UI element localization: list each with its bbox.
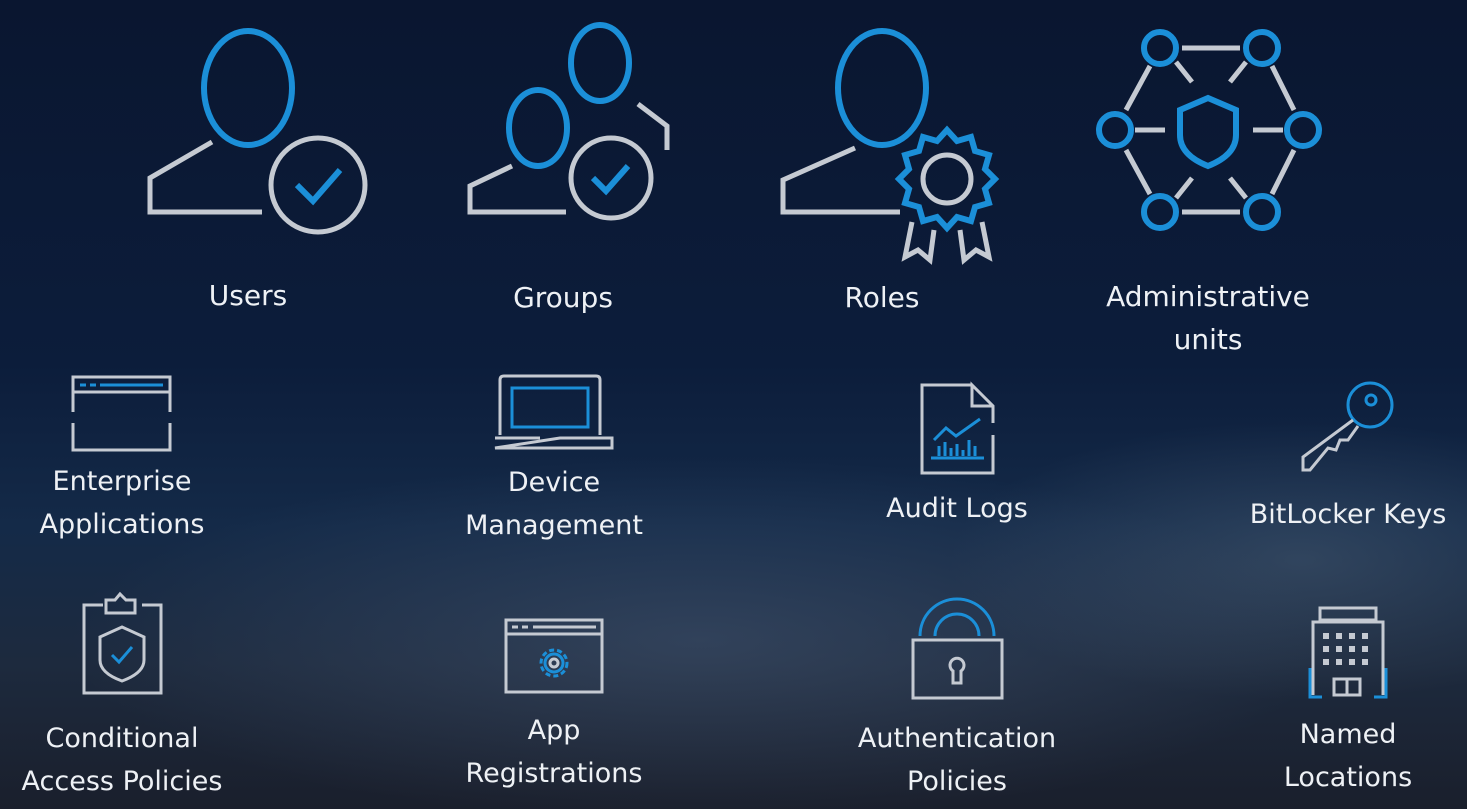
- label-line: units: [1173, 323, 1243, 356]
- label-line: Access Policies: [21, 766, 223, 797]
- label-line: Named: [1299, 719, 1397, 750]
- label-roles: Roles: [845, 276, 920, 319]
- label-line: Conditional: [45, 723, 199, 754]
- label-line: Registrations: [465, 758, 643, 789]
- app-registrations-icon: [504, 618, 604, 694]
- label-line: Authentication: [857, 723, 1057, 754]
- device-management-icon: [494, 374, 614, 450]
- label-line: Enterprise: [52, 466, 192, 497]
- label-line: Users: [208, 279, 288, 312]
- groups-icon: [467, 22, 670, 221]
- label-bitlocker-keys: BitLocker Keys: [1250, 493, 1447, 536]
- label-line: Groups: [513, 281, 613, 314]
- label-line: Audit Logs: [886, 493, 1028, 524]
- label-line: BitLocker Keys: [1249, 499, 1447, 530]
- label-line: Locations: [1283, 762, 1413, 793]
- named-locations-icon: [1308, 606, 1388, 699]
- label-line: Management: [465, 510, 643, 541]
- bitlocker-key-icon: [1301, 381, 1394, 472]
- label-line: Device: [507, 467, 601, 498]
- label-audit-logs: Audit Logs: [886, 487, 1028, 530]
- conditional-access-icon: [82, 591, 163, 695]
- label-line: Applications: [39, 509, 205, 540]
- enterprise-applications-icon: [71, 375, 172, 452]
- administrative-units-icon: [1096, 29, 1322, 231]
- label-line: Policies: [907, 766, 1007, 797]
- roles-icon: [780, 28, 1000, 265]
- authentication-policies-icon: [911, 597, 1004, 700]
- label-users: Users: [209, 274, 287, 317]
- audit-logs-icon: [920, 381, 995, 475]
- label-administrative-units: Administrative units: [1106, 275, 1310, 361]
- label-line: App: [527, 715, 581, 746]
- label-line: Administrative: [1106, 280, 1310, 313]
- users-icon: [147, 28, 368, 235]
- label-groups: Groups: [513, 276, 613, 319]
- label-line: Roles: [844, 281, 920, 314]
